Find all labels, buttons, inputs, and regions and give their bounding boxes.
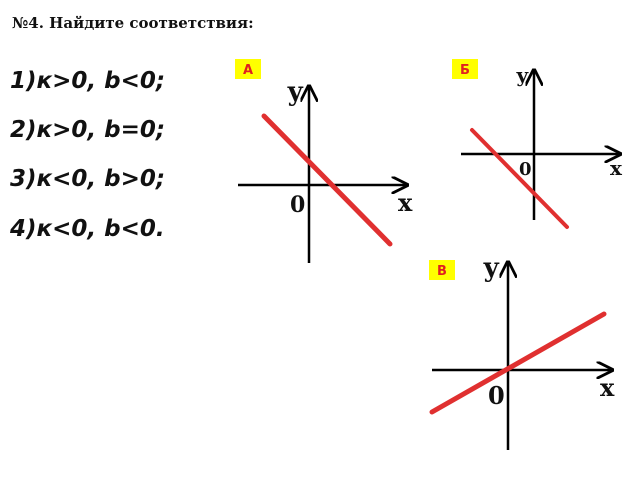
graph-b-origin-label: 0 — [519, 159, 532, 180]
graph-a-line — [261, 113, 393, 247]
graph-b-line — [470, 128, 569, 229]
badge-v-label: В — [437, 264, 447, 279]
graph-a: А у х 0 — [235, 59, 413, 263]
condition-4: 4)к<0, b<0. — [10, 216, 165, 242]
graph-b: Б у х 0 — [452, 59, 623, 229]
badge-a-label: А — [243, 63, 253, 78]
graph-a-origin-label: 0 — [290, 192, 305, 218]
graph-b-x-label: х — [610, 156, 623, 180]
task-title: №4. Найдите соответствия: — [12, 14, 254, 32]
graph-b-y-label: у — [516, 63, 529, 87]
graph-v-line — [429, 311, 607, 415]
condition-1: 1)к>0, b<0; — [10, 68, 166, 94]
graph-v-x-label: х — [600, 373, 615, 402]
badge-v — [429, 260, 455, 280]
badge-b — [452, 59, 478, 79]
condition-2: 2)к>0, b=0; — [10, 117, 166, 143]
graph-a-x-label: х — [398, 188, 413, 217]
graph-v-y-label: у — [483, 253, 500, 283]
graph-v: В у х 0 — [429, 253, 615, 450]
badge-b-label: Б — [460, 63, 470, 78]
graph-a-y-label: у — [287, 77, 304, 107]
graph-v-origin-label: 0 — [488, 381, 505, 410]
badge-a — [235, 59, 261, 79]
condition-3: 3)к<0, b>0; — [10, 166, 166, 192]
